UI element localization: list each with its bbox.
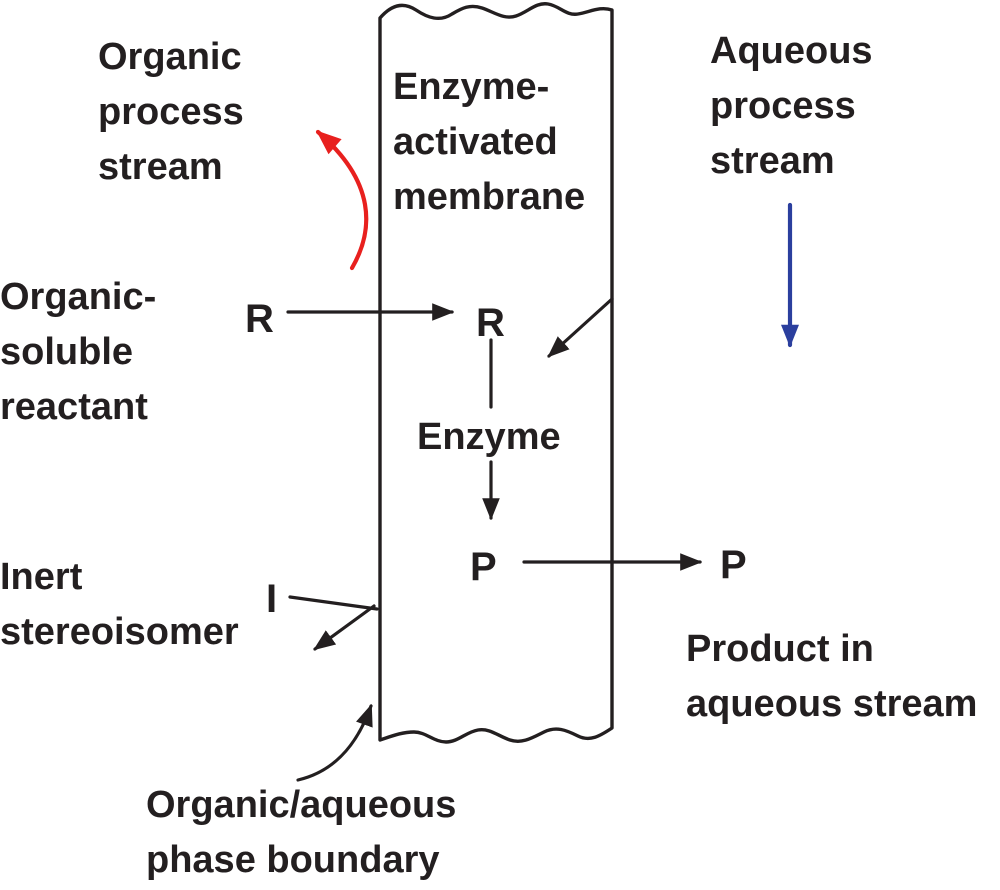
organic-soluble-reactant-label: Organic- soluble reactant bbox=[0, 276, 157, 429]
membrane-label: Enzyme- activated membrane bbox=[393, 66, 586, 219]
phase-boundary-label: Organic/aqueous phase boundary bbox=[146, 784, 457, 882]
phase-boundary-pointer-arrow bbox=[296, 703, 373, 782]
inert-to-membrane-line bbox=[288, 595, 379, 611]
inert-rejected-arrow bbox=[313, 604, 376, 651]
product-in-aqueous-stream-label: Product in aqueous stream bbox=[686, 628, 978, 726]
inert-stereoisomer-label: Inert stereoisomer bbox=[0, 556, 239, 654]
product-symbol-membrane: P bbox=[470, 545, 497, 589]
organic-stream-arrow bbox=[315, 129, 369, 271]
product-symbol-right: P bbox=[720, 543, 747, 587]
organic-process-stream-label: Organic process stream bbox=[98, 36, 244, 189]
membrane-face-arrow bbox=[547, 297, 614, 358]
enzyme-label: Enzyme bbox=[417, 416, 561, 458]
membrane-shape bbox=[378, 2, 614, 744]
reactant-symbol-left: R bbox=[245, 297, 274, 341]
inert-symbol: I bbox=[266, 577, 278, 621]
aqueous-process-stream-label: Aqueous process stream bbox=[710, 30, 873, 183]
reactant-symbol-membrane: R bbox=[476, 301, 505, 345]
